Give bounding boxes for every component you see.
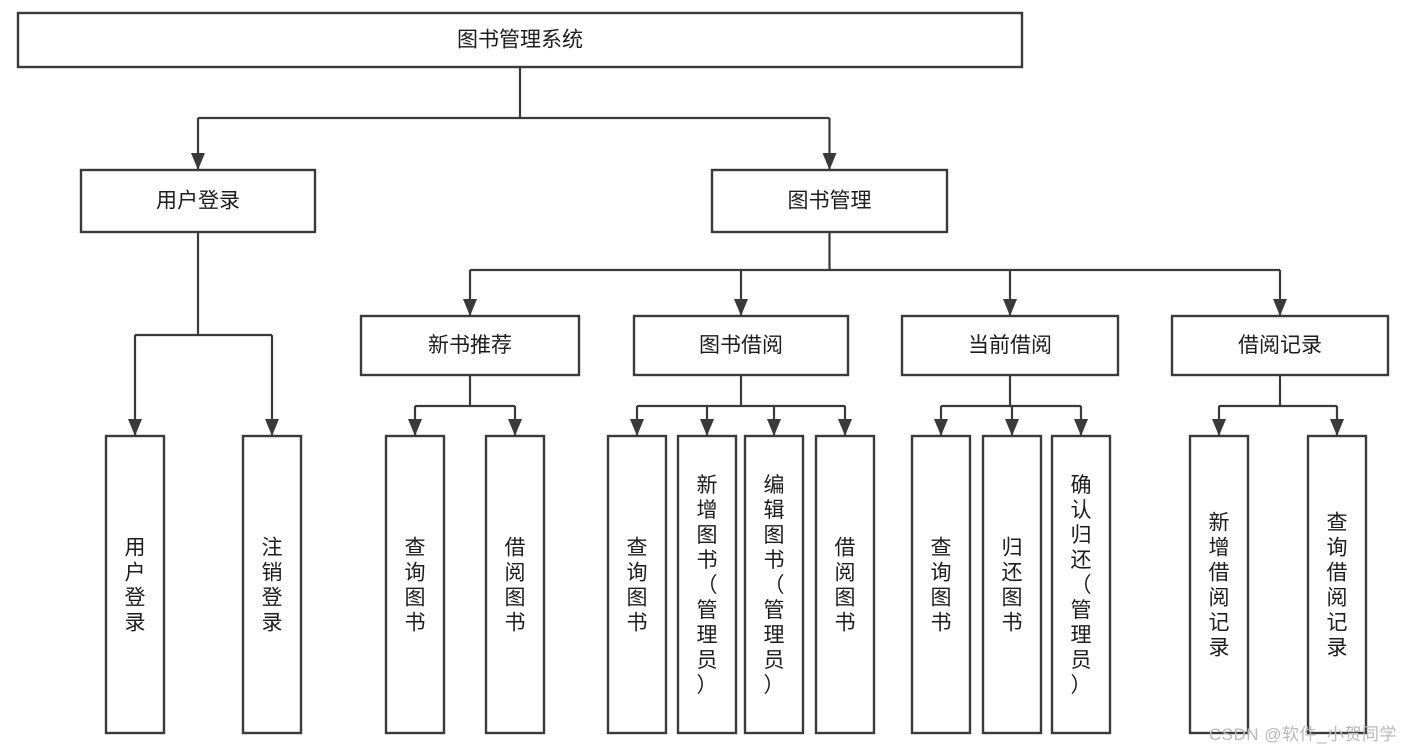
connector-arrowhead (1003, 299, 1017, 316)
node-label: 新增图书（管理员） (697, 474, 718, 697)
node-borrow-record[interactable]: 借阅记录 (1170, 314, 1390, 377)
node-leaf-confirm-return[interactable]: 确认归还（管理员） (1050, 434, 1112, 735)
node-box[interactable] (900, 314, 1120, 377)
node-box[interactable] (241, 434, 303, 735)
node-label: 查询图书 (931, 537, 952, 635)
connector-arrowhead (767, 419, 781, 436)
node-user-login[interactable]: 用户登录 (79, 168, 317, 234)
node-label: 新增借阅记录 (1209, 512, 1230, 660)
node-label: 借阅图书 (505, 537, 526, 635)
node-leaf-query-borrow-record[interactable]: 查询借阅记录 (1306, 434, 1368, 735)
connector-layer (128, 67, 1344, 436)
node-new-book-recommend[interactable]: 新书推荐 (359, 314, 581, 377)
node-box[interactable] (981, 434, 1043, 735)
node-box[interactable] (359, 314, 581, 377)
connector-arrowhead (700, 419, 714, 436)
node-label: 查询图书 (405, 537, 426, 635)
connector-arrowhead (822, 153, 837, 170)
connector-arrowhead (838, 419, 852, 436)
node-box[interactable] (606, 434, 668, 735)
connector-arrowhead (1212, 419, 1226, 436)
node-label: 用户登录 (156, 190, 240, 213)
node-leaf-return-book[interactable]: 归还图书 (981, 434, 1043, 735)
node-label: 归还图书 (1002, 537, 1023, 635)
connector-arrowhead (1273, 299, 1287, 316)
node-label: 当前借阅 (968, 334, 1052, 357)
node-box[interactable] (1170, 314, 1390, 377)
node-leaf-add-book[interactable]: 新增图书（管理员） (676, 434, 738, 735)
connector-arrowhead (265, 419, 279, 436)
node-label: 确认归还（管理员） (1071, 474, 1092, 697)
node-leaf-add-borrow-record[interactable]: 新增借阅记录 (1188, 434, 1250, 735)
node-book-borrow[interactable]: 图书借阅 (632, 314, 850, 377)
node-label: 借阅图书 (835, 537, 856, 635)
node-label: 图书管理系统 (457, 29, 583, 52)
connector-arrowhead (1330, 419, 1344, 436)
node-label: 图书管理 (788, 190, 872, 213)
node-box[interactable] (104, 434, 166, 735)
node-leaf-query-book-current[interactable]: 查询图书 (910, 434, 972, 735)
node-box[interactable] (1306, 434, 1368, 735)
node-label: 查询图书 (627, 537, 648, 635)
connector-arrowhead (734, 299, 748, 316)
node-leaf-borrow-book[interactable]: 借阅图书 (814, 434, 876, 735)
node-current-borrow[interactable]: 当前借阅 (900, 314, 1120, 377)
node-label: 新书推荐 (428, 334, 512, 357)
node-box[interactable] (814, 434, 876, 735)
node-root[interactable]: 图书管理系统 (16, 11, 1024, 69)
connector-arrowhead (630, 419, 644, 436)
node-box[interactable] (16, 11, 1024, 69)
node-layer: 图书管理系统用户登录图书管理新书推荐图书借阅当前借阅借阅记录用户登录注销登录查询… (16, 11, 1390, 735)
node-label: 用户登录 (125, 537, 146, 635)
node-box[interactable] (676, 434, 738, 735)
node-box[interactable] (710, 168, 949, 234)
connector-arrowhead (1005, 419, 1019, 436)
connector-arrowhead (191, 153, 205, 170)
node-leaf-user-login[interactable]: 用户登录 (104, 434, 166, 735)
node-box[interactable] (1050, 434, 1112, 735)
node-leaf-query-book-recommend[interactable]: 查询图书 (384, 434, 446, 735)
connector-arrowhead (463, 299, 477, 316)
node-box[interactable] (632, 314, 850, 377)
node-label: 编辑图书（管理员） (764, 474, 785, 697)
node-box[interactable] (1188, 434, 1250, 735)
node-book-management[interactable]: 图书管理 (710, 168, 949, 234)
connector-arrowhead (934, 419, 948, 436)
node-leaf-edit-book[interactable]: 编辑图书（管理员） (743, 434, 805, 735)
node-label: 注销登录 (262, 537, 283, 635)
node-box[interactable] (743, 434, 805, 735)
connector-arrowhead (128, 419, 142, 436)
node-label: 图书借阅 (699, 334, 783, 357)
node-leaf-borrow-book-recommend[interactable]: 借阅图书 (484, 434, 546, 735)
node-box[interactable] (910, 434, 972, 735)
node-box[interactable] (79, 168, 317, 234)
node-box[interactable] (484, 434, 546, 735)
node-label: 借阅记录 (1238, 334, 1322, 357)
node-label: 查询借阅记录 (1327, 512, 1348, 660)
connector-arrowhead (408, 419, 422, 436)
watermark-label: CSDN @软件_小贺同学 (1208, 725, 1397, 744)
connector-arrowhead (1074, 419, 1088, 436)
node-box[interactable] (384, 434, 446, 735)
connector-arrowhead (508, 419, 522, 436)
node-leaf-logout[interactable]: 注销登录 (241, 434, 303, 735)
node-leaf-query-book-borrow[interactable]: 查询图书 (606, 434, 668, 735)
